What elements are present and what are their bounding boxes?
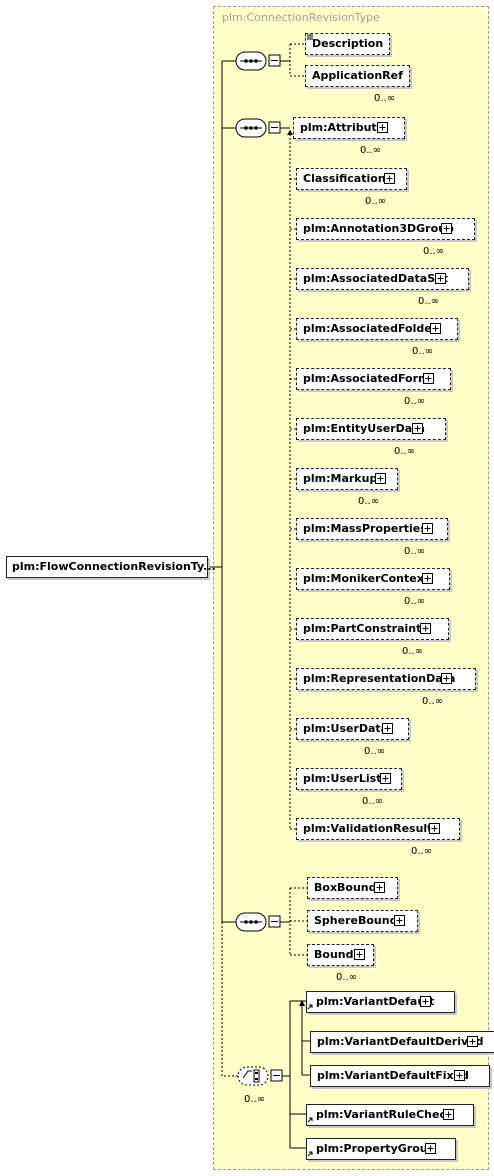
expand-plus-icon[interactable]: [384, 173, 395, 184]
expand-plus-icon[interactable]: [422, 523, 433, 534]
root-element-box[interactable]: plm:FlowConnectionRevisionTy...: [6, 556, 216, 578]
element-description[interactable]: Description: [305, 33, 391, 55]
choice-compositor: [237, 1066, 269, 1086]
cardinality-plm-validation-results: 0..∞: [411, 846, 433, 857]
sequence-compositor-3: [235, 912, 267, 932]
cardinality-plm-associated-folder: 0..∞: [412, 346, 434, 357]
expand-plus-icon[interactable]: [422, 573, 433, 584]
cardinality-plm-markup: 0..∞: [358, 496, 380, 507]
cardinality-plm-user-data: 0..∞: [364, 746, 386, 757]
reference-arrow-icon: [307, 1004, 313, 1010]
element-classification[interactable]: Classification: [296, 168, 407, 190]
expand-plus-icon[interactable]: [375, 473, 386, 484]
expand-plus-icon[interactable]: [429, 823, 440, 834]
cardinality-application-ref: 0..∞: [374, 93, 396, 104]
reference-arrow-icon: [307, 1117, 313, 1123]
cardinality-plm-part-constraints: 0..∞: [402, 646, 424, 657]
element-plm-validation-results[interactable]: plm:ValidationResults: [296, 818, 460, 840]
element-plm-annotation3dgroup[interactable]: plm:Annotation3DGroup: [296, 218, 475, 240]
expand-plus-icon[interactable]: [441, 223, 452, 234]
documentation-icon: [307, 34, 313, 40]
expand-plus-icon[interactable]: [430, 323, 441, 334]
element-plm-mass-properties[interactable]: plm:MassProperties: [296, 518, 448, 540]
element-plm-representation-data[interactable]: plm:RepresentationData: [296, 668, 477, 690]
cardinality-plm-moniker-context: 0..∞: [404, 596, 426, 607]
cardinality-choice: 0..∞: [244, 1094, 266, 1105]
cardinality-plm-annotation3dgroup: 0..∞: [423, 246, 445, 257]
expand-plus-icon[interactable]: [354, 949, 365, 960]
element-plm-associated-form[interactable]: plm:AssociatedForm: [296, 368, 451, 390]
type-title: plm:ConnectionRevisionType: [222, 11, 380, 24]
expand-plus-icon[interactable]: [423, 373, 434, 384]
element-plm-variant-rule-check[interactable]: plm:VariantRuleCheck: [306, 1104, 475, 1126]
element-sphere-bound[interactable]: SphereBound: [307, 910, 419, 932]
cardinality-plm-entity-user-data: 0..∞: [394, 446, 416, 457]
expand-plus-icon[interactable]: [382, 723, 393, 734]
cardinality-plm-associated-form: 0..∞: [404, 396, 426, 407]
expand-plus-icon[interactable]: [394, 915, 405, 926]
sequence-compositor-1: [235, 51, 267, 71]
expand-plus-icon[interactable]: [412, 423, 423, 434]
element-plm-variant-default-derived[interactable]: plm:VariantDefaultDerived: [310, 1031, 494, 1053]
expand-plus-icon[interactable]: [420, 623, 431, 634]
element-plm-property-group[interactable]: plm:PropertyGroup: [306, 1138, 457, 1160]
expand-plus-icon[interactable]: [435, 273, 446, 284]
element-plm-user-list[interactable]: plm:UserList: [296, 768, 403, 790]
element-plm-user-data[interactable]: plm:UserData: [296, 718, 410, 740]
expand-plus-icon[interactable]: [441, 673, 452, 684]
cardinality-classification: 0..∞: [365, 196, 387, 207]
element-plm-attribute[interactable]: plm:Attribute: [293, 117, 406, 139]
root-element-label: plm:FlowConnectionRevisionTy...: [12, 560, 216, 573]
expand-plus-icon[interactable]: [454, 1070, 465, 1081]
cardinality-plm-mass-properties: 0..∞: [404, 546, 426, 557]
reference-arrow-icon: [307, 1151, 313, 1157]
element-plm-entity-user-data[interactable]: plm:EntityUserData: [296, 418, 446, 440]
element-plm-moniker-context[interactable]: plm:MonikerContext: [296, 568, 451, 590]
element-plm-variant-default-fixed[interactable]: plm:VariantDefaultFixed: [310, 1065, 490, 1087]
cardinality-plm-associated-data-set: 0..∞: [418, 296, 440, 307]
expand-plus-icon[interactable]: [467, 1036, 478, 1047]
element-box-bound[interactable]: BoxBound: [307, 877, 398, 899]
element-application-ref[interactable]: ApplicationRef: [305, 65, 410, 87]
cardinality-plm-attribute: 0..∞: [360, 145, 382, 156]
element-plm-associated-data-set[interactable]: plm:AssociatedDataSet: [296, 268, 469, 290]
cardinality-bound: 0..∞: [336, 972, 358, 983]
expand-plus-icon[interactable]: [420, 996, 431, 1007]
expand-plus-icon[interactable]: [377, 122, 388, 133]
expand-plus-icon[interactable]: [425, 1143, 436, 1154]
cardinality-plm-representation-data: 0..∞: [422, 696, 444, 707]
cardinality-plm-user-list: 0..∞: [362, 796, 384, 807]
element-plm-variant-default[interactable]: plm:VariantDefault: [306, 991, 456, 1013]
expand-plus-icon[interactable]: [443, 1109, 454, 1120]
sequence-compositor-2: [235, 118, 267, 138]
expand-plus-icon[interactable]: [374, 882, 385, 893]
expand-plus-icon[interactable]: [380, 773, 391, 784]
element-plm-associated-folder[interactable]: plm:AssociatedFolder: [296, 318, 459, 340]
element-plm-markup[interactable]: plm:Markup: [296, 468, 399, 490]
element-plm-part-constraints[interactable]: plm:PartConstraints: [296, 618, 449, 640]
